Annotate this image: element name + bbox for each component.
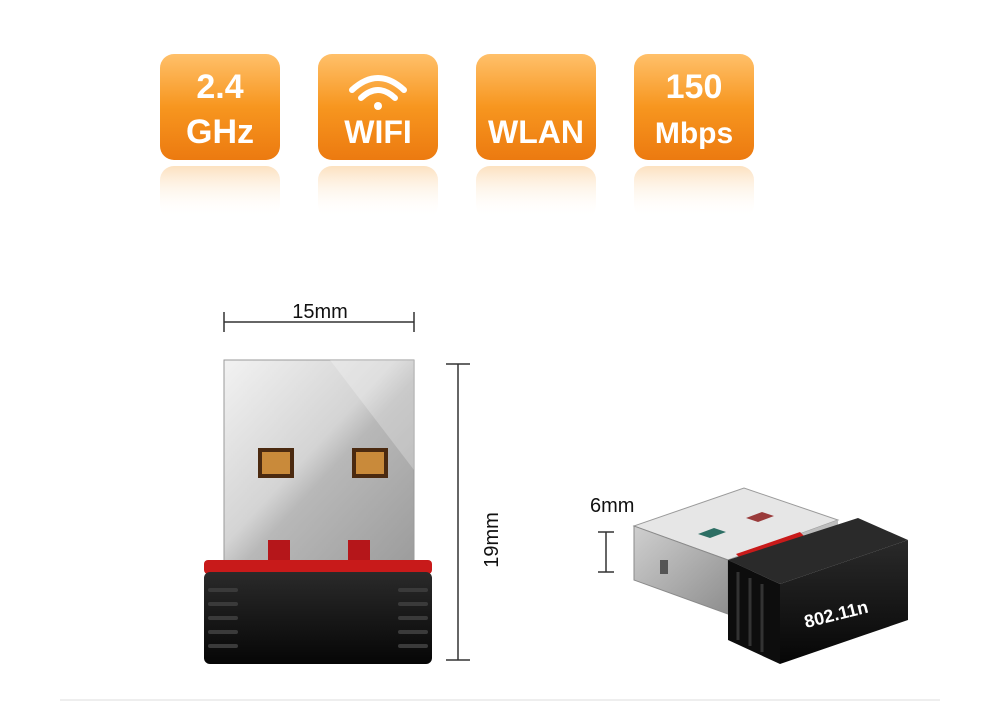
adapter-body [728, 518, 908, 584]
height-label: 19mm [481, 512, 503, 568]
badge-wifi: WIFI [318, 54, 438, 218]
adapter-front-view: 15mm [204, 301, 503, 664]
red-stripe [204, 560, 432, 574]
feature-badges: 2.4 GHz WIFI WLAN 150 Mbps [160, 54, 754, 218]
adapter-side-view: 6mm 802.11n [590, 487, 908, 664]
width-dimension [223, 312, 415, 332]
thickness-label: 6mm [590, 495, 634, 517]
badge-line1: 2.4 [196, 68, 243, 106]
thickness-dimension [598, 531, 614, 573]
badge-wlan: WLAN [476, 54, 596, 218]
badge-speed: 150 Mbps [634, 54, 754, 218]
badge-line2: WIFI [344, 114, 412, 150]
badge-line1: 150 [666, 68, 723, 106]
width-label: 15mm [292, 301, 348, 323]
height-dimension [446, 363, 470, 661]
adapter-body [204, 572, 432, 664]
badge-line2: GHz [186, 113, 254, 151]
wifi-icon [349, 75, 407, 110]
badge-frequency: 2.4 GHz [160, 54, 280, 218]
badge-line2: WLAN [488, 114, 584, 150]
badge-line2: Mbps [655, 117, 733, 150]
